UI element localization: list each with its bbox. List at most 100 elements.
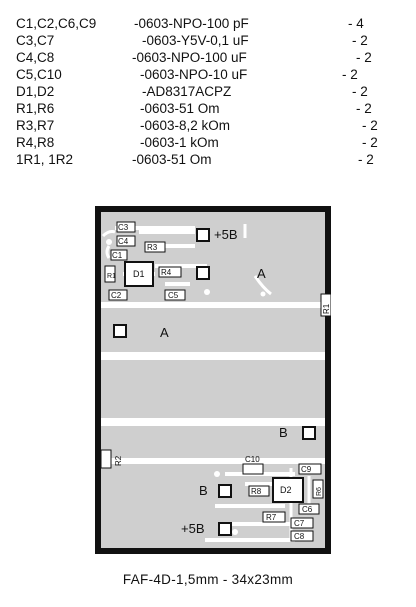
trace-strip xyxy=(101,352,325,360)
label-c10: C10 xyxy=(245,455,260,464)
bom-refs: R1,R6 xyxy=(16,101,55,116)
component-c9 xyxy=(298,463,322,475)
label-c1: C1 xyxy=(112,251,123,260)
via xyxy=(204,289,210,295)
component-c8 xyxy=(290,530,314,542)
bom-row: C1,C2,C6,C9 -0603-NPO-100 pF - 4 xyxy=(16,15,406,32)
bom-qty: - 2 xyxy=(362,135,378,150)
pad-plus5b-bottom xyxy=(218,522,232,536)
bom-row: D1,D2 -AD8317ACPZ - 2 xyxy=(16,83,406,100)
label-c8: C8 xyxy=(294,532,305,541)
bom-row: C3,C7 -0603-Y5V-0,1 uF - 2 xyxy=(16,32,406,49)
label-r1-edge: R1 xyxy=(322,303,331,314)
component-c6 xyxy=(298,503,320,515)
net-label-b: B xyxy=(199,483,208,498)
trace-strip xyxy=(101,418,325,426)
bom-spec: -0603-51 Om xyxy=(132,152,212,167)
bom-qty: - 2 xyxy=(362,118,378,133)
bom-spec: -0603-NPO-100 uF xyxy=(132,50,247,65)
label-c4: C4 xyxy=(118,237,129,246)
bom-spec: -AD8317ACPZ xyxy=(142,84,232,99)
label-r3: R3 xyxy=(147,243,158,252)
label-r7: R7 xyxy=(266,513,277,522)
bom-spec: -0603-NPO-10 uF xyxy=(140,67,248,82)
component-c7 xyxy=(290,517,314,529)
pad-plus5b-top xyxy=(196,228,210,242)
label-c9: C9 xyxy=(301,465,312,474)
trace-strip xyxy=(101,302,325,308)
bom-qty: - 2 xyxy=(342,67,358,82)
component-d2 xyxy=(272,477,304,503)
net-label-a: A xyxy=(257,266,266,281)
bom-qty: - 2 xyxy=(352,33,368,48)
pad-a-left xyxy=(113,324,127,338)
trace xyxy=(101,224,272,296)
pad-b-left xyxy=(218,484,232,498)
bill-of-materials: C1,C2,C6,C9 -0603-NPO-100 pF - 4 C3,C7 -… xyxy=(16,15,406,168)
label-r4: R4 xyxy=(161,268,172,277)
bom-row: R4,R8 -0603-1 kOm - 2 xyxy=(16,134,406,151)
pad-a-top xyxy=(196,266,210,280)
pcb-layout: C3 C4 R3 C1 R1 D1 R4 C2 C5 R1 R2 C10 C9 … xyxy=(95,206,332,554)
bom-refs: R4,R8 xyxy=(16,135,55,150)
label-r6: R6 xyxy=(316,487,323,496)
bom-spec: -0603-Y5V-0,1 uF xyxy=(142,33,249,48)
component-c1 xyxy=(110,249,128,261)
bom-row: C5,C10 -0603-NPO-10 uF - 2 xyxy=(16,66,406,83)
pad-b-right xyxy=(302,426,316,440)
via xyxy=(260,291,266,297)
component-r2 xyxy=(100,449,112,469)
label-d1: D1 xyxy=(133,269,145,279)
label-r8: R8 xyxy=(251,487,262,496)
bom-refs: 1R1, 1R2 xyxy=(16,152,74,167)
net-label-a: A xyxy=(160,325,169,340)
component-c3 xyxy=(116,221,136,233)
bom-row: C4,C8 -0603-NPO-100 uF - 2 xyxy=(16,49,406,66)
via xyxy=(214,471,220,477)
trace-strip xyxy=(101,458,325,464)
bom-qty: - 2 xyxy=(356,50,372,65)
label-r1: R1 xyxy=(107,273,116,280)
label-c3: C3 xyxy=(118,223,129,232)
label-c6: C6 xyxy=(302,505,313,514)
component-r6 xyxy=(312,479,324,499)
bom-spec: -0603-8,2 kOm xyxy=(140,118,231,133)
via xyxy=(232,529,238,535)
bom-refs: R3,R7 xyxy=(16,118,55,133)
trace xyxy=(115,226,207,286)
bom-spec: -0603-NPO-100 pF xyxy=(134,16,249,31)
component-c2 xyxy=(108,289,128,301)
component-r3 xyxy=(144,241,166,253)
bom-qty: - 4 xyxy=(348,16,364,31)
bom-spec: -0603-1 kOm xyxy=(140,135,219,150)
pcb-board: C3 C4 R3 C1 R1 D1 R4 C2 C5 R1 R2 C10 C9 … xyxy=(95,206,332,554)
label-c7: C7 xyxy=(294,519,305,528)
bom-qty: - 2 xyxy=(352,84,368,99)
bom-row: 1R1, 1R2 -0603-51 Om - 2 xyxy=(16,151,406,168)
component-c5 xyxy=(164,289,186,301)
bom-refs: D1,D2 xyxy=(16,84,55,99)
component-r4 xyxy=(158,266,182,278)
component-c10 xyxy=(242,463,264,475)
bom-refs: C3,C7 xyxy=(16,33,55,48)
bom-spec: -0603-51 Om xyxy=(140,101,220,116)
bom-qty: - 2 xyxy=(356,101,372,116)
net-label-plus5b: +5B xyxy=(181,521,205,536)
component-r8 xyxy=(248,485,270,497)
label-c2: C2 xyxy=(111,291,122,300)
component-d1 xyxy=(124,261,154,287)
label-r2: R2 xyxy=(114,455,123,466)
bom-row: R3,R7 -0603-8,2 kOm - 2 xyxy=(16,117,406,134)
bom-refs: C1,C2,C6,C9 xyxy=(16,16,97,31)
bom-refs: C5,C10 xyxy=(16,67,62,82)
component-r1 xyxy=(104,265,116,283)
component-r7 xyxy=(262,511,286,523)
bom-qty: - 2 xyxy=(358,152,374,167)
component-c4 xyxy=(116,235,136,247)
net-label-plus5b: +5B xyxy=(214,227,238,242)
bom-refs: C4,C8 xyxy=(16,50,55,65)
label-d2: D2 xyxy=(280,485,292,495)
bom-row: R1,R6 -0603-51 Om - 2 xyxy=(16,100,406,117)
label-c5: C5 xyxy=(168,291,179,300)
board-caption: FAF-4D-1,5mm - 34x23mm xyxy=(122,572,294,587)
